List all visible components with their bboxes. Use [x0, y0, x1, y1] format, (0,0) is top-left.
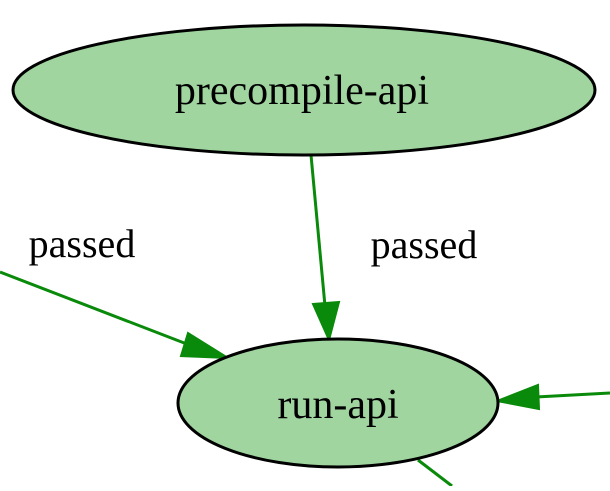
node-run-api[interactable]: run-api [176, 337, 500, 469]
edge-run-to-bottom[interactable] [417, 458, 453, 488]
node-precompile-api-label: precompile-api [175, 68, 429, 114]
edge-right-to-run[interactable] [493, 383, 610, 411]
edge-left-to-run-line [0, 270, 193, 348]
edge-left-to-run[interactable] [0, 270, 232, 360]
node-run-api-label: run-api [277, 382, 398, 428]
edge-precompile-to-run-line [309, 154, 327, 307]
edge-right-to-run-line [535, 391, 610, 399]
node-precompile-api-shape [11, 23, 597, 157]
node-run-api-shape [176, 337, 500, 469]
edge-precompile-to-run-arrowhead [311, 300, 341, 344]
node-precompile-api[interactable]: precompile-api [11, 23, 597, 157]
edge-left-to-run-arrowhead [179, 331, 232, 360]
edge-left-to-run-label: passed [29, 221, 136, 266]
edge-run-to-bottom-line [417, 458, 453, 488]
edge-precompile-to-run-label: passed [371, 222, 478, 267]
edge-precompile-to-run[interactable] [309, 154, 341, 344]
edge-right-to-run-arrowhead [493, 383, 541, 411]
